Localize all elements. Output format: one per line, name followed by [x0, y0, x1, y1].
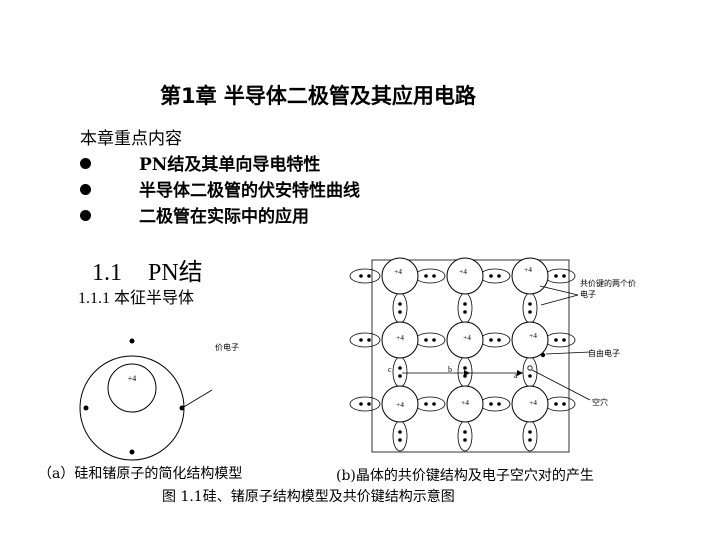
figure-caption: 图 1.1硅、锗原子结构模型及共价键结构示意图: [162, 489, 455, 505]
key-point-text: 二极管在实际中的应用: [139, 207, 309, 227]
valence-electron: [129, 338, 135, 344]
key-point-item: 二极管在实际中的应用: [80, 202, 309, 227]
section-number: 1.1: [92, 260, 122, 286]
section-name: PN结: [148, 260, 203, 286]
atom-charge-label: +4: [529, 398, 537, 407]
atom-charge-label: +4: [529, 331, 537, 340]
figure-b-caption: (b)晶体的共价键结构及电子空穴对的产生: [336, 468, 594, 484]
bullet-icon: [80, 158, 91, 169]
hole: [527, 365, 533, 371]
chapter-title: 第1章 半导体二极管及其应用电路: [160, 84, 476, 108]
free-electron: [540, 352, 546, 358]
atom-charge-label: +4: [461, 398, 469, 407]
valence-electron: [83, 405, 89, 411]
key-points-heading: 本章重点内容: [80, 129, 182, 149]
atom-charge-label: +4: [459, 267, 467, 276]
free-electron-callout: 自由电子: [588, 348, 620, 358]
leader-line: [181, 389, 213, 409]
core-charge-label: +4: [128, 374, 137, 383]
motion-label-b: b: [448, 365, 452, 374]
bond-electrons: [359, 274, 566, 442]
atom-model-figure: +4 价电子: [79, 338, 239, 461]
figure-a-caption: （a）硅和锗原子的简化结构模型: [38, 466, 243, 482]
atom-charge-label: +4: [396, 400, 404, 409]
key-point-item: PN结及其单向导电特性: [80, 150, 320, 175]
key-point-text: PN结及其单向导电特性: [139, 155, 321, 175]
hole-callout: 空穴: [592, 397, 608, 407]
key-point-item: 半导体二极管的伏安特性曲线: [80, 176, 360, 201]
crystal-lattice-figure: +4 +4 +4 +4 +4 +4 +4 +4 +4 c: [349, 257, 636, 453]
key-point-text: 半导体二极管的伏安特性曲线: [139, 181, 360, 201]
motion-label-a: a: [514, 371, 518, 380]
atom-charge-label: +4: [396, 333, 404, 342]
subsection-title: 1.1.1 本征半导体: [78, 290, 195, 307]
covalent-bond-callout: 共价键的两个价电子: [580, 279, 636, 299]
atom-charge-label: +4: [524, 265, 532, 274]
valence-electron: [129, 449, 135, 455]
atom-charge-label: +4: [463, 333, 471, 342]
bullet-icon: [80, 210, 91, 221]
callout-lines: [531, 285, 591, 401]
motion-label-c: c: [388, 365, 392, 374]
atom-core: [107, 363, 157, 413]
electron-label: 价电子: [215, 342, 239, 352]
bullet-icon: [80, 184, 91, 195]
arrow-head: [517, 370, 523, 376]
lattice-atoms: [381, 257, 549, 423]
atom-charge-label: +4: [394, 267, 402, 276]
valence-orbit: [79, 355, 185, 461]
arrow-head: [464, 370, 470, 376]
section-title: 1.1 PN结: [92, 252, 203, 287]
